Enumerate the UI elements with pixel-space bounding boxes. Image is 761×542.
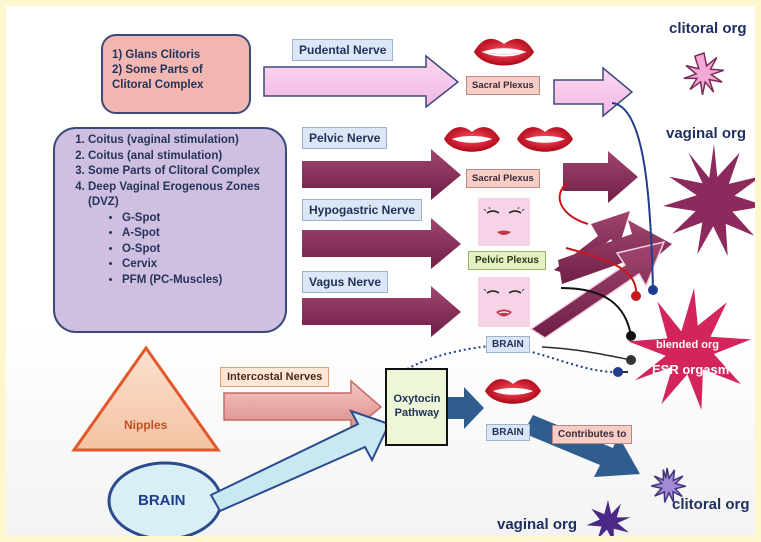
- starburst-icon: [651, 467, 686, 503]
- starburst-icon: [663, 144, 755, 256]
- dotted-brain-link: [394, 344, 617, 379]
- starburst-icon: [586, 500, 631, 536]
- pelvic-red-connector: [565, 247, 638, 297]
- blended-org-label: blended org: [656, 339, 719, 351]
- nipples-triangle: [71, 345, 221, 452]
- vagus-black-connector: [560, 287, 632, 337]
- sacral-plexus-label-2: Sacral Plexus: [466, 169, 540, 188]
- nipples-label: Nipples: [124, 418, 168, 432]
- dvz-item: G-Spot: [122, 211, 284, 227]
- pelvic-nerve-label: Pelvic Nerve: [302, 127, 388, 149]
- glans-line-3: Clitoral Complex: [112, 79, 204, 91]
- dvz-item: PFM (PC-Muscles): [122, 273, 284, 289]
- oxytocin-label: Oxytocin Pathway: [393, 393, 441, 419]
- dvz-item: O-Spot: [122, 242, 284, 258]
- esr-orgasm-label: ESR orgasm: [652, 362, 730, 377]
- clitoral-org-bottom: clitoral org: [672, 496, 750, 513]
- clitoral-org-top: clitoral org: [669, 20, 747, 37]
- lips-icon: [474, 38, 534, 66]
- connector-dot-navy-1: [648, 285, 658, 295]
- connector-dot-navy-2: [613, 367, 623, 377]
- coitus-box: Coitus (vaginal stimulation) Coitus (ana…: [64, 133, 284, 288]
- pudental-connector: [611, 102, 654, 291]
- brain-ellipse-label: BRAIN: [138, 492, 186, 509]
- glans-box: 1) Glans Clitoris 2) Some Parts of Clito…: [112, 48, 246, 93]
- brain-label-upper: BRAIN: [486, 336, 530, 353]
- sacral-to-clitoral-arrow: [553, 66, 634, 118]
- pudental-nerve-label: Pudental Nerve: [292, 39, 394, 61]
- dvz-list: G-Spot A-Spot O-Spot Cervix PFM (PC-Musc…: [88, 211, 284, 289]
- sacral-to-vaginal-arrow: [563, 151, 638, 203]
- pudental-arrow: [263, 54, 460, 109]
- vagus-diag-arrow: [529, 240, 666, 339]
- hypogastric-nerve-label: Hypogastric Nerve: [302, 199, 423, 221]
- connector-dot-dark: [626, 355, 636, 365]
- brain-dark-connector: [541, 346, 632, 361]
- pelvic-plexus-label: Pelvic Plexus: [468, 251, 546, 270]
- vaginal-org-top: vaginal org: [666, 125, 747, 142]
- oxytocin-to-brain-arrow: [447, 387, 484, 429]
- dvz-heading: Deep Vaginal Erogenous Zones (DVZ): [88, 180, 260, 209]
- contributes-to-label: Contributes to: [552, 425, 633, 444]
- coitus-item: Deep Vaginal Erogenous Zones (DVZ) G-Spo…: [88, 180, 284, 289]
- dvz-item: Cervix: [122, 257, 284, 273]
- dvz-item: A-Spot: [122, 226, 284, 242]
- coitus-item: Coitus (anal stimulation): [88, 149, 284, 165]
- coitus-box-shape: [53, 127, 287, 333]
- connector-dot-black: [626, 331, 636, 341]
- face-icon: [478, 277, 530, 327]
- sacral-plexus-label-1: Sacral Plexus: [466, 76, 540, 95]
- coitus-list: Coitus (vaginal stimulation) Coitus (ana…: [64, 133, 284, 288]
- face-icon: [478, 198, 530, 246]
- diagram-graphics: [53, 34, 755, 536]
- oxytocin-box-shape: [385, 368, 448, 446]
- connector-dot-red: [631, 291, 641, 301]
- vagus-arrow: [302, 286, 461, 337]
- vagus-nerve-label: Vagus Nerve: [302, 271, 389, 293]
- lips-icon: [517, 127, 573, 152]
- pelvic-arrow: [302, 149, 461, 200]
- starburst-icon: [628, 288, 751, 410]
- hypogastric-arrow: [302, 218, 461, 269]
- lips-icon: [444, 127, 500, 152]
- glans-line-1: 1) Glans Clitoris: [112, 49, 201, 61]
- coitus-item: Coitus (vaginal stimulation): [88, 133, 284, 149]
- coitus-item: Some Parts of Clitoral Complex: [88, 164, 284, 180]
- glans-line-2: 2) Some Parts of: [112, 64, 203, 76]
- lips-icon: [485, 379, 541, 404]
- starburst-icon: [683, 52, 724, 96]
- vaginal-org-bottom: vaginal org: [497, 516, 578, 533]
- brain-label-lower: BRAIN: [486, 424, 530, 441]
- sacral-red-connector: [558, 181, 589, 225]
- glans-box-shape: [101, 34, 251, 114]
- brain-to-oxytocin-arrow: [209, 409, 391, 513]
- intercostal-nerves-label: Intercostal Nerves: [220, 367, 330, 387]
